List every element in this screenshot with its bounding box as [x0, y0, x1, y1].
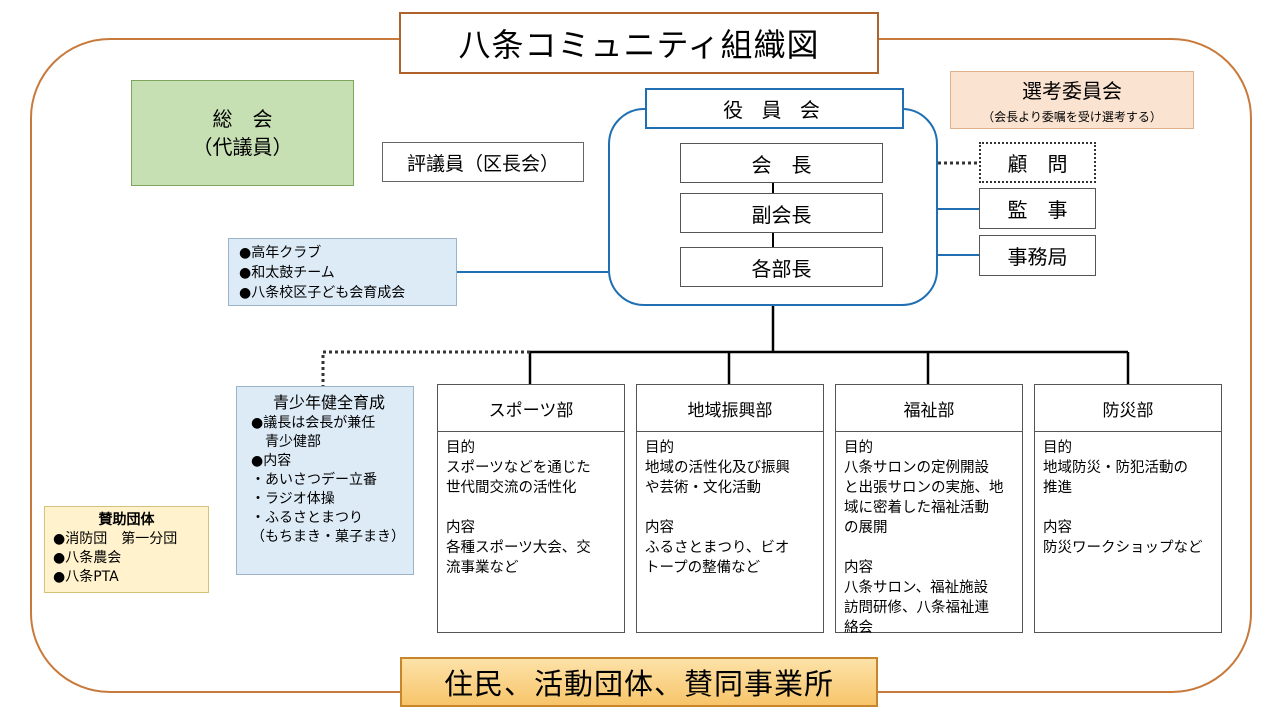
content-line: 絡会 — [844, 620, 873, 636]
secretariat-box: 事務局 — [979, 235, 1096, 276]
sponsor-item: ●八条農会 — [53, 550, 122, 566]
content-label: 内容 — [446, 520, 475, 536]
youth-line: ・ラジオ体操 — [251, 491, 335, 507]
selection-committee-subtitle: （会長より委嘱を受け選考する） — [982, 110, 1162, 124]
purpose-line: 推進 — [1043, 480, 1072, 496]
content-line: 防災ワークショップなど — [1043, 540, 1203, 556]
purpose-line: 地域防災・防犯活動の — [1043, 460, 1188, 476]
executive-label: 役 員 会 — [645, 88, 904, 129]
purpose-line: 地域の活性化及び振興 — [645, 460, 790, 476]
general-assembly-box: 総 会 （代議員） — [131, 80, 354, 186]
affiliated-group-item: ●八条校区子ども会育成会 — [239, 285, 406, 301]
sponsor-item: ●消防団 第一分団 — [53, 531, 178, 547]
department-welfare: 福祉部 目的 八条サロンの定例開設 と出張サロンの実施、地 域に密着した福祉活動… — [835, 384, 1023, 636]
youth-development-box: 青少年健全育成 ●議長は会長が兼任 青少健部 ●内容 ・あいさつデー立番 ・ラジ… — [236, 386, 414, 575]
content-label: 内容 — [645, 520, 674, 536]
purpose-line: と出張サロンの実施、地 — [844, 480, 1004, 496]
youth-line: ・あいさつデー立番 — [251, 472, 377, 488]
content-line: ふるさとまつり、ビオ — [645, 540, 790, 556]
department-heads-box: 各部長 — [680, 247, 883, 287]
content-line: トープの整備など — [645, 560, 761, 576]
department-sports: スポーツ部 目的 スポーツなどを通じた 世代間交流の活性化 内容 各種スポーツ大… — [437, 384, 625, 633]
purpose-label: 目的 — [1043, 440, 1072, 456]
department-name: スポーツ部 — [438, 385, 624, 432]
content-line: 八条サロン、福祉施設 — [844, 580, 989, 596]
youth-heading: 青少年健全育成 — [272, 393, 385, 412]
purpose-label: 目的 — [844, 440, 873, 456]
department-disaster: 防災部 目的 地域防災・防犯活動の 推進 内容 防災ワークショップなど — [1034, 384, 1222, 633]
purpose-line: 八条サロンの定例開設 — [844, 460, 989, 476]
purpose-line: 世代間交流の活性化 — [446, 480, 577, 496]
auditor-box: 監 事 — [979, 188, 1096, 229]
affiliated-group-item: ●和太鼓チーム — [239, 265, 335, 281]
purpose-line: 域に密着した福祉活動 — [844, 500, 989, 516]
department-regional: 地域振興部 目的 地域の活性化及び振興 や芸術・文化活動 内容 ふるさとまつり、… — [636, 384, 824, 633]
purpose-line: スポーツなどを通じた — [446, 460, 591, 476]
content-line: 各種スポーツ大会、交 — [446, 540, 591, 556]
purpose-line: の展開 — [844, 520, 888, 536]
youth-line: ・ふるさとまつり — [251, 510, 363, 526]
bottom-banner: 住民、活動団体、賛同事業所 — [400, 657, 878, 707]
department-name: 福祉部 — [836, 385, 1022, 432]
councilors-box: 評議員（区長会） — [382, 142, 584, 182]
content-line: 流事業など — [446, 560, 519, 576]
vice-president-box: 副会長 — [680, 193, 883, 233]
youth-line: ●内容 — [251, 453, 292, 469]
content-line: 訪問研修、八条福祉連 — [844, 600, 989, 616]
president-box: 会 長 — [680, 143, 883, 183]
purpose-label: 目的 — [446, 440, 475, 456]
selection-committee-box: 選考委員会 （会長より委嘱を受け選考する） — [950, 71, 1194, 129]
sponsors-box: 賛助団体 ●消防団 第一分団 ●八条農会 ●八条PTA — [44, 506, 209, 593]
sponsor-item: ●八条PTA — [53, 569, 119, 585]
affiliated-groups-box: ●高年クラブ ●和太鼓チーム ●八条校区子ども会育成会 — [228, 238, 457, 306]
purpose-line: や芸術・文化活動 — [645, 480, 761, 496]
content-label: 内容 — [1043, 520, 1072, 536]
general-assembly-line1: 総 会 — [212, 107, 273, 131]
selection-committee-title: 選考委員会 — [1022, 79, 1122, 103]
page-title: 八条コミュニティ組織図 — [399, 12, 879, 74]
sponsors-heading: 賛助団体 — [98, 512, 155, 528]
youth-line: 青少健部 — [251, 434, 321, 450]
adviser-box: 顧 問 — [979, 142, 1096, 183]
youth-line: （もちまき・菓子まき） — [251, 529, 405, 545]
department-name: 地域振興部 — [637, 385, 823, 432]
purpose-label: 目的 — [645, 440, 674, 456]
affiliated-group-item: ●高年クラブ — [239, 245, 322, 261]
youth-connector — [321, 350, 530, 386]
department-name: 防災部 — [1035, 385, 1221, 432]
general-assembly-line2: （代議員） — [192, 135, 293, 159]
content-label: 内容 — [844, 560, 873, 576]
youth-line: ●議長は会長が兼任 — [251, 415, 376, 431]
